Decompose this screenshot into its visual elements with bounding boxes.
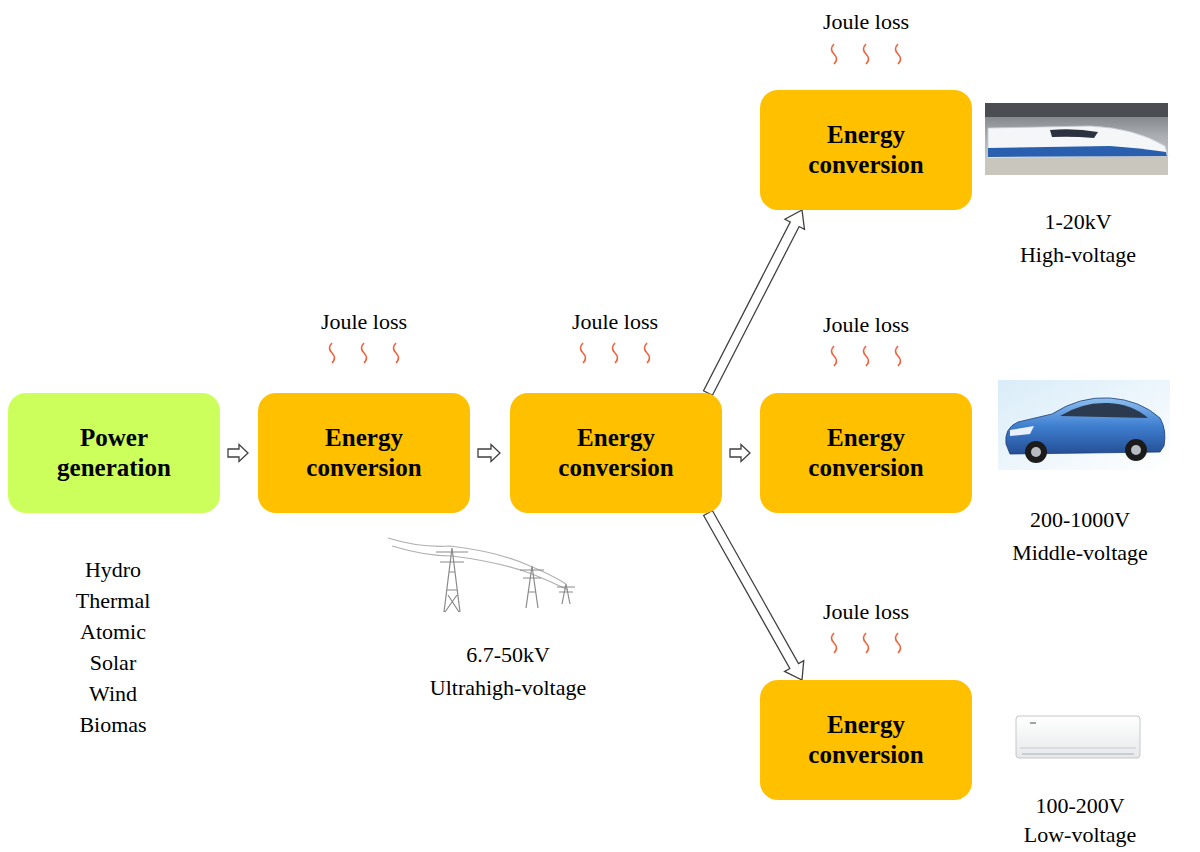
loss-label: Joule loss xyxy=(823,600,909,624)
box-text: Energy conversion xyxy=(279,423,449,484)
voltage-class: Middle-voltage xyxy=(1012,541,1148,565)
flow-arrow xyxy=(730,445,750,462)
voltage-value: 6.7-50kV xyxy=(466,643,550,667)
box-text: Energy conversion xyxy=(781,710,951,771)
transmission-towers xyxy=(388,538,575,612)
source-name: Thermal xyxy=(76,589,151,613)
voltage-class: Ultrahigh-voltage xyxy=(430,676,586,700)
flow-arrow xyxy=(478,445,500,462)
box-text: Energy conversion xyxy=(781,120,951,181)
heat-squiggles xyxy=(330,44,901,653)
loss-label: Joule loss xyxy=(321,310,407,334)
source-name: Atomic xyxy=(80,620,146,644)
flow-arrow xyxy=(704,511,804,680)
source-name: Biomas xyxy=(79,713,146,737)
process-box: Energy conversion xyxy=(760,680,972,800)
voltage-class: High-voltage xyxy=(1020,243,1136,267)
loss-label: Joule loss xyxy=(572,310,658,334)
voltage-value: 1-20kV xyxy=(1044,210,1111,234)
car-picture xyxy=(998,380,1170,470)
voltage-value: 100-200V xyxy=(1035,794,1124,818)
process-box: Energy conversion xyxy=(760,393,972,513)
process-box: Energy conversion xyxy=(760,90,972,210)
loss-label: Joule loss xyxy=(823,313,909,337)
air-conditioner-picture xyxy=(1016,716,1140,758)
box-text: Energy conversion xyxy=(531,423,701,484)
source-name: Solar xyxy=(90,651,136,675)
source-name: Wind xyxy=(89,682,137,706)
voltage-value: 200-1000V xyxy=(1030,508,1130,532)
flow-arrow xyxy=(228,445,248,462)
box-text: Power generation xyxy=(29,423,199,484)
train-picture xyxy=(985,103,1168,175)
loss-label: Joule loss xyxy=(823,10,909,34)
process-box: Energy conversion xyxy=(510,393,722,513)
voltage-class: Low-voltage xyxy=(1024,823,1136,847)
source-name: Hydro xyxy=(85,558,141,582)
box-text: Energy conversion xyxy=(781,423,951,484)
source-box: Power generation xyxy=(8,393,220,513)
process-box: Energy conversion xyxy=(258,393,470,513)
flow-arrow xyxy=(704,210,805,395)
